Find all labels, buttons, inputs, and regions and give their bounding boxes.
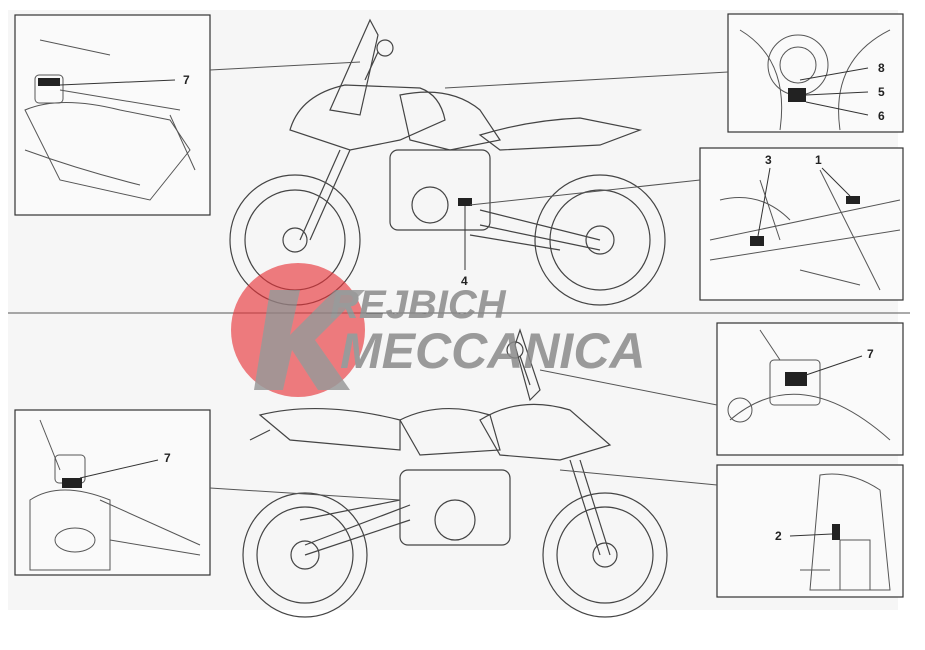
detail-box-top-right: 8 5 6 — [727, 13, 904, 133]
callout-7-bottom-right: 7 — [867, 347, 874, 361]
callout-7-top-left: 7 — [183, 73, 190, 87]
detail-box-bottom-left: 7 — [14, 409, 211, 576]
top-motorcycle — [229, 18, 666, 306]
watermark-line1: REJBICH — [330, 283, 507, 327]
callout-3: 3 — [765, 153, 772, 167]
detail-box-mid-right: 3 1 — [699, 147, 904, 301]
detail-box-top-left: 7 — [14, 14, 211, 216]
callout-7-bottom-left: 7 — [164, 451, 171, 465]
callout-4: 4 — [461, 274, 468, 288]
detail-box-bottom-right-lower: 2 — [716, 464, 904, 598]
watermark-logo: REJBICH MECCANICA — [231, 263, 646, 397]
callout-5: 5 — [878, 85, 885, 99]
sticker-marker — [458, 198, 472, 206]
callout-8: 8 — [878, 61, 885, 75]
bottom-motorcycle — [242, 328, 668, 618]
callout-1: 1 — [815, 153, 822, 167]
callout-2: 2 — [775, 529, 782, 543]
callout-6: 6 — [878, 109, 885, 123]
detail-box-bottom-right-upper: 7 — [716, 322, 904, 456]
watermark-line2: MECCANICA — [340, 323, 646, 379]
